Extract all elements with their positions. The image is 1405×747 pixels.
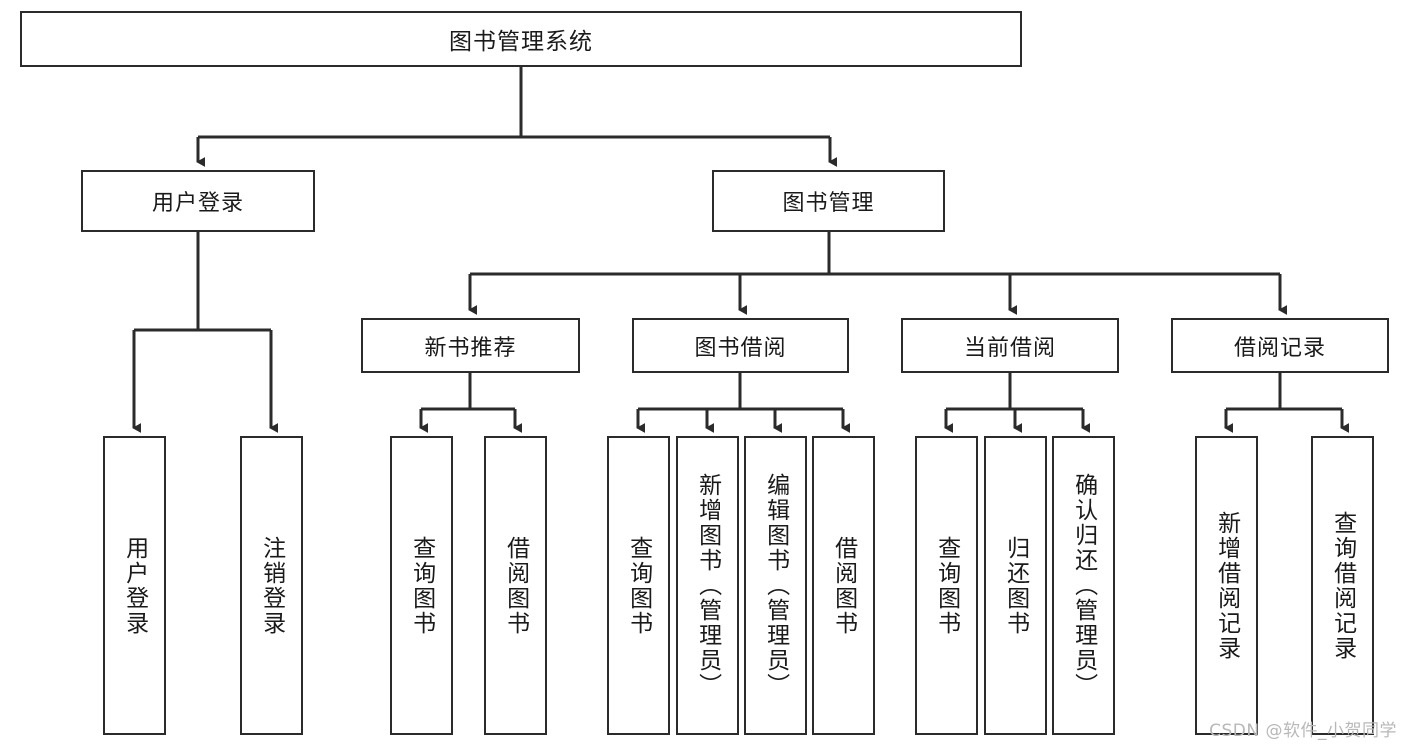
- node-leaf-query-book-1[interactable]: 查询图书: [390, 436, 453, 735]
- node-leaf-borrow-book-2-label: 借阅图书: [830, 535, 857, 636]
- node-leaf-add-book[interactable]: 新增图书（管理员）: [676, 436, 739, 735]
- node-leaf-user-login-label: 用户登录: [121, 535, 148, 636]
- node-current-borrow[interactable]: 当前借阅: [901, 318, 1119, 373]
- node-root[interactable]: 图书管理系统: [20, 11, 1022, 67]
- node-leaf-query-book-2[interactable]: 查询图书: [607, 436, 670, 735]
- node-leaf-borrow-book-2[interactable]: 借阅图书: [812, 436, 875, 735]
- node-leaf-borrow-book-1[interactable]: 借阅图书: [484, 436, 547, 735]
- node-leaf-edit-book-label: 编辑图书（管理员）: [762, 473, 789, 698]
- node-leaf-borrow-book-1-label: 借阅图书: [502, 535, 529, 636]
- node-leaf-query-book-2-label: 查询图书: [625, 535, 652, 636]
- node-leaf-user-login[interactable]: 用户登录: [103, 436, 166, 735]
- node-leaf-return-book-label: 归还图书: [1002, 535, 1029, 636]
- node-leaf-query-record[interactable]: 查询借阅记录: [1311, 436, 1374, 735]
- node-current-borrow-label: 当前借阅: [963, 335, 1056, 361]
- node-book-borrow[interactable]: 图书借阅: [632, 318, 849, 373]
- node-leaf-add-book-label: 新增图书（管理员）: [694, 473, 721, 698]
- node-leaf-edit-book[interactable]: 编辑图书（管理员）: [744, 436, 807, 735]
- node-leaf-user-logout-label: 注销登录: [258, 535, 285, 636]
- node-borrow-record[interactable]: 借阅记录: [1171, 318, 1389, 373]
- node-leaf-return-book[interactable]: 归还图书: [984, 436, 1047, 735]
- node-root-label: 图书管理系统: [449, 29, 593, 55]
- node-user-login-label: 用户登录: [151, 191, 244, 216]
- node-new-book-recommend[interactable]: 新书推荐: [361, 318, 580, 373]
- node-book-management-label: 图书管理: [782, 191, 875, 216]
- node-leaf-add-record-label: 新增借阅记录: [1213, 510, 1240, 661]
- node-book-management[interactable]: 图书管理: [712, 170, 945, 232]
- node-leaf-query-book-1-label: 查询图书: [408, 535, 435, 636]
- node-leaf-query-record-label: 查询借阅记录: [1329, 510, 1356, 661]
- node-leaf-confirm-return-label: 确认归还（管理员）: [1070, 473, 1097, 698]
- node-leaf-query-book-3-label: 查询图书: [933, 535, 960, 636]
- node-user-login[interactable]: 用户登录: [81, 170, 315, 232]
- node-new-book-recommend-label: 新书推荐: [424, 335, 517, 361]
- node-leaf-confirm-return[interactable]: 确认归还（管理员）: [1052, 436, 1115, 735]
- node-book-borrow-label: 图书借阅: [694, 335, 787, 361]
- node-leaf-query-book-3[interactable]: 查询图书: [915, 436, 978, 735]
- node-borrow-record-label: 借阅记录: [1233, 335, 1326, 361]
- node-leaf-user-logout[interactable]: 注销登录: [240, 436, 303, 735]
- node-leaf-add-record[interactable]: 新增借阅记录: [1195, 436, 1258, 735]
- watermark-text: CSDN @软件_小贺同学: [1209, 721, 1397, 741]
